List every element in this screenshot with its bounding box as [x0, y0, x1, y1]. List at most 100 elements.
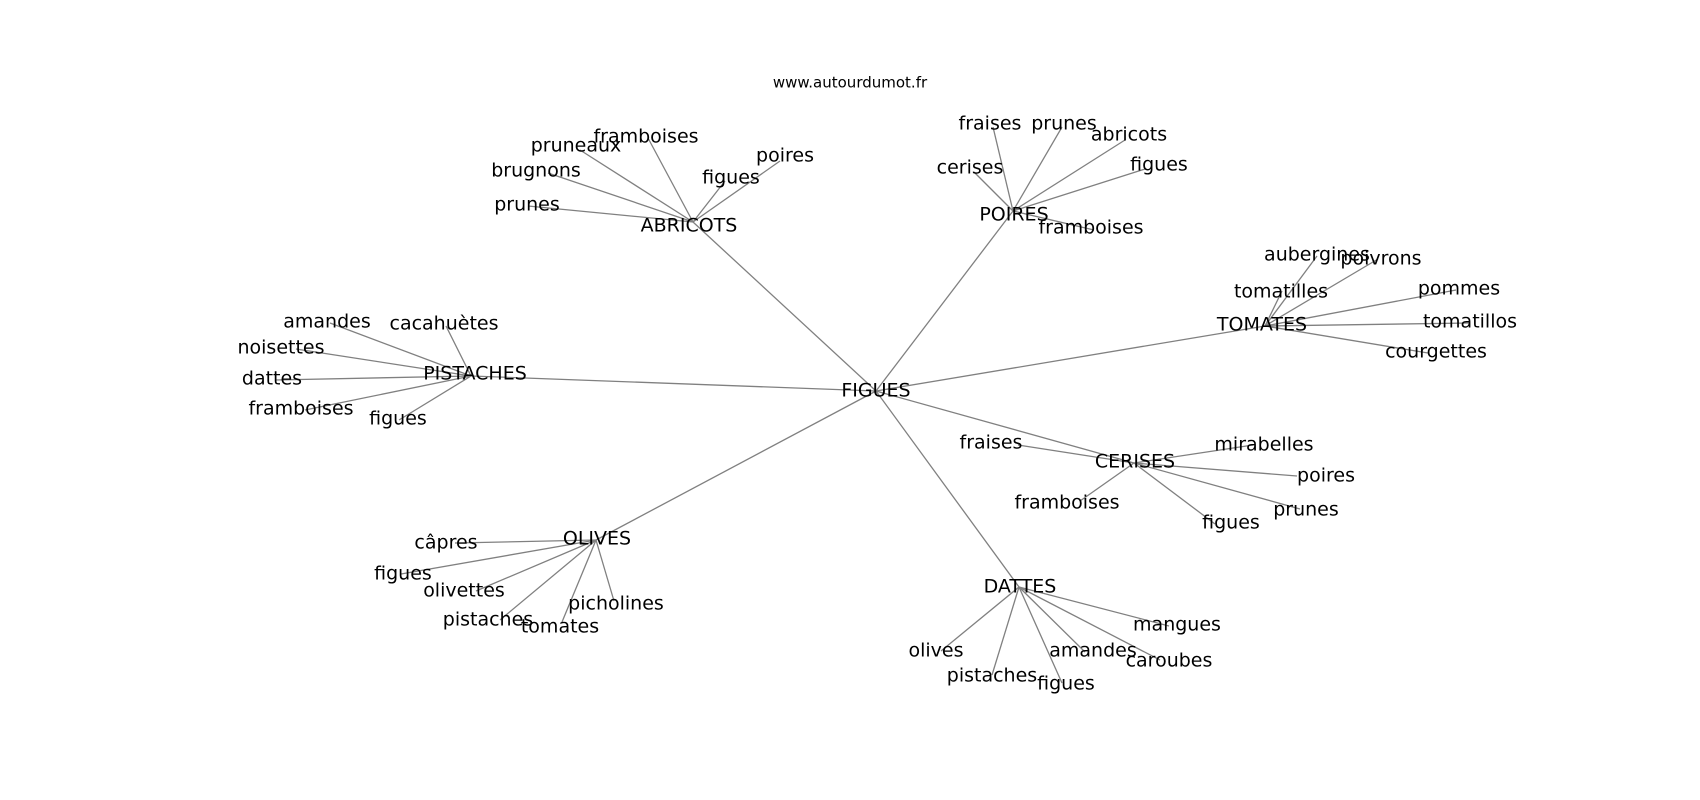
- edge-hub-to-leaf: [274, 375, 472, 381]
- leaf-node: poires: [756, 145, 814, 167]
- leaf-node: cerises: [937, 157, 1004, 179]
- leaf-node: caroubes: [1126, 650, 1213, 672]
- leaf-node: amandes: [1049, 640, 1137, 662]
- edge-hub-to-leaf: [1017, 444, 1135, 464]
- edge-center-to-hub: [595, 390, 877, 541]
- leaf-node: prunes: [1031, 113, 1097, 135]
- edge-hub-to-leaf: [454, 539, 597, 544]
- leaf-node: amandes: [283, 311, 371, 333]
- edge-hub-to-leaf: [475, 539, 597, 592]
- edge-hub-to-leaf: [1264, 255, 1318, 327]
- edge-hub-to-leaf: [973, 171, 1014, 212]
- hub-node: PISTACHES: [423, 363, 527, 385]
- leaf-node: prunes: [1273, 499, 1339, 521]
- hub-node: OLIVES: [563, 528, 631, 550]
- leaf-node: noisettes: [237, 337, 324, 359]
- leaf-node: cacahuètes: [390, 313, 499, 335]
- site-url: www.autourdumot.fr: [773, 74, 928, 92]
- leaf-node: framboises: [593, 126, 698, 148]
- leaf-node: brugnons: [491, 160, 581, 182]
- edge-hub-to-leaf: [940, 586, 1020, 652]
- edge-center-to-hub: [692, 221, 877, 392]
- leaf-node: figues: [369, 408, 427, 430]
- edge-center-to-hub: [875, 390, 1135, 464]
- hub-node: ABRICOTS: [641, 215, 738, 237]
- leaf-node: dattes: [242, 368, 302, 390]
- edge-hub-to-leaf: [1264, 322, 1471, 327]
- edge-hub-to-leaf: [1264, 290, 1283, 327]
- edge-center-to-hub: [875, 390, 1020, 588]
- edge-center-to-hub: [470, 375, 877, 392]
- edge-hub-to-leaf: [304, 375, 472, 411]
- leaf-node: pistaches: [947, 665, 1037, 687]
- leaf-node: picholines: [568, 593, 664, 615]
- edge-hub-to-leaf: [1018, 586, 1161, 661]
- edge-hub-to-leaf: [1133, 462, 1298, 477]
- graph-edges: [274, 126, 1471, 684]
- edge-hub-to-leaf: [1012, 139, 1126, 212]
- edge-hub-to-leaf: [1012, 168, 1146, 212]
- edge-hub-to-leaf: [1018, 586, 1063, 684]
- edge-hub-to-leaf: [647, 137, 694, 223]
- leaf-node: mangues: [1133, 614, 1221, 636]
- edge-hub-to-leaf: [692, 180, 726, 223]
- edge-hub-to-leaf: [400, 539, 597, 575]
- edge-hub-to-leaf: [1133, 462, 1216, 525]
- hub-node: CERISES: [1095, 451, 1175, 473]
- edge-hub-to-leaf: [991, 586, 1020, 676]
- edge-hub-to-leaf: [1012, 126, 1063, 212]
- leaf-node: tomatillos: [1423, 311, 1517, 333]
- leaf-node: poivrons: [1340, 248, 1421, 270]
- leaf-node: figues: [374, 563, 432, 585]
- leaf-node: câpres: [414, 532, 477, 554]
- center-node: FIGUES: [841, 380, 910, 402]
- hub-node: TOMATES: [1216, 314, 1307, 336]
- edge-hub-to-leaf: [295, 348, 472, 377]
- leaf-node: prunes: [494, 194, 560, 216]
- leaf-node: figues: [1130, 154, 1188, 176]
- edge-hub-to-leaf: [1018, 586, 1170, 627]
- edge-hub-to-leaf: [579, 149, 694, 223]
- leaf-node: framboises: [1014, 492, 1119, 514]
- leaf-node: tomates: [521, 616, 599, 638]
- leaf-node: pruneaux: [531, 135, 622, 157]
- edge-hub-to-leaf: [1264, 258, 1379, 327]
- leaf-node: olivettes: [423, 580, 505, 602]
- edge-hub-to-leaf: [527, 205, 694, 223]
- edge-hub-to-leaf: [1264, 325, 1429, 354]
- leaf-node: aubergines: [1264, 244, 1370, 266]
- leaf-node: figues: [702, 167, 760, 189]
- leaf-node: pommes: [1418, 278, 1500, 300]
- edge-hub-to-leaf: [1264, 289, 1457, 327]
- edge-hub-to-leaf: [1018, 586, 1086, 653]
- edge-hub-to-leaf: [499, 539, 597, 621]
- leaf-node: framboises: [248, 398, 353, 420]
- leaf-node: pistaches: [443, 609, 533, 631]
- edge-hub-to-leaf: [595, 539, 615, 602]
- leaf-node: poires: [1297, 465, 1355, 487]
- leaf-node: figues: [1037, 673, 1095, 695]
- edge-hub-to-leaf: [1133, 462, 1301, 510]
- leaf-node: tomatilles: [1234, 281, 1328, 303]
- leaf-node: courgettes: [1385, 341, 1487, 363]
- edge-hub-to-leaf: [1133, 444, 1254, 464]
- leaf-node: framboises: [1038, 217, 1143, 239]
- leaf-node: abricots: [1091, 124, 1167, 146]
- graph-labels: www.autourdumot.fr FIGUES prunes brugnons…: [237, 74, 1517, 695]
- leaf-node: fraises: [960, 432, 1023, 454]
- hub-node: DATTES: [984, 576, 1057, 598]
- edge-hub-to-leaf: [1012, 210, 1095, 231]
- edge-hub-to-leaf: [692, 160, 781, 223]
- edge-hub-to-leaf: [329, 322, 472, 377]
- edge-hub-to-leaf: [992, 126, 1014, 212]
- edge-hub-to-leaf: [561, 539, 597, 623]
- leaf-node: figues: [1202, 512, 1260, 534]
- edge-hub-to-leaf: [547, 172, 694, 223]
- hub-node: POIRES: [979, 204, 1048, 226]
- edge-hub-to-leaf: [1079, 462, 1135, 502]
- edge-hub-to-leaf: [398, 375, 472, 421]
- edge-center-to-hub: [875, 325, 1266, 392]
- leaf-node: fraises: [959, 113, 1022, 135]
- edge-hub-to-leaf: [445, 325, 472, 377]
